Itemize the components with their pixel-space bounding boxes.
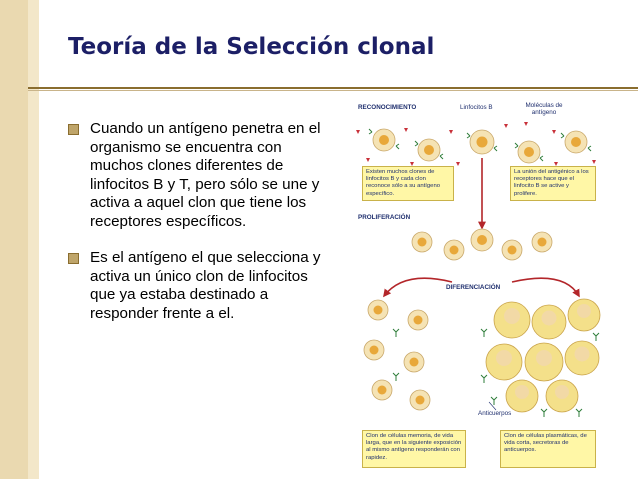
arrow-left-curved-icon [383,277,453,298]
receptor-markers [368,128,592,162]
note-box-memoria: Clon de células memoria, de vida larga, … [362,430,466,468]
clonal-selection-illustration [356,122,601,417]
proliferation-cells [411,228,553,261]
square-bullet-icon [68,253,79,264]
anticuerpos-leader-line [488,401,497,411]
bullet-item-1: Cuando un antígeno penetra en el organis… [68,120,328,231]
bullet-item-2: Es el antígeno el que selecciona y activ… [68,249,328,323]
label-diferenciacion: DIFERENCIACIÓN [446,284,501,291]
square-bullet-icon [68,124,79,135]
label-reconocimiento: RECONOCIMIENTO [358,104,417,111]
label-proliferacion: PROLIFERACIÓN [358,214,411,221]
decorative-sidebar [0,0,28,479]
title-divider-thin [28,90,638,91]
memory-cells [363,299,431,411]
label-moleculas-antigeno: Moléculas de antígeno [525,102,563,116]
slide-title: Teoría de la Selección clonal [68,34,435,60]
antibody-markers [392,328,600,417]
note-box-plasmaticas: Clon de células plasmáticas, de vida cor… [500,430,596,468]
note-box-union: La unión del antigénico a los receptores… [510,166,596,201]
bullet-text-1: Cuando un antígeno penetra en el organis… [90,120,321,230]
bullet-text-2: Es el antígeno el que selecciona y activ… [90,249,321,322]
antigen-molecules [356,122,596,166]
decorative-sidebar-inner [28,0,39,479]
clonal-selection-figure: RECONOCIMIENTO Linfocitos B Moléculas de… [344,100,604,472]
label-linfocitos-b: Linfocitos B [460,104,493,111]
note-box-clones: Existen muchos clones de linfocitos B y … [362,166,454,201]
label-anticuerpos: Anticuerpos [478,410,512,417]
bullet-list: Cuando un antígeno penetra en el organis… [68,120,328,323]
title-divider [28,87,638,89]
plasma-cells [485,298,601,413]
lymphocyte-cells-row1 [372,128,588,164]
arrow-right-curved-icon [511,277,580,298]
